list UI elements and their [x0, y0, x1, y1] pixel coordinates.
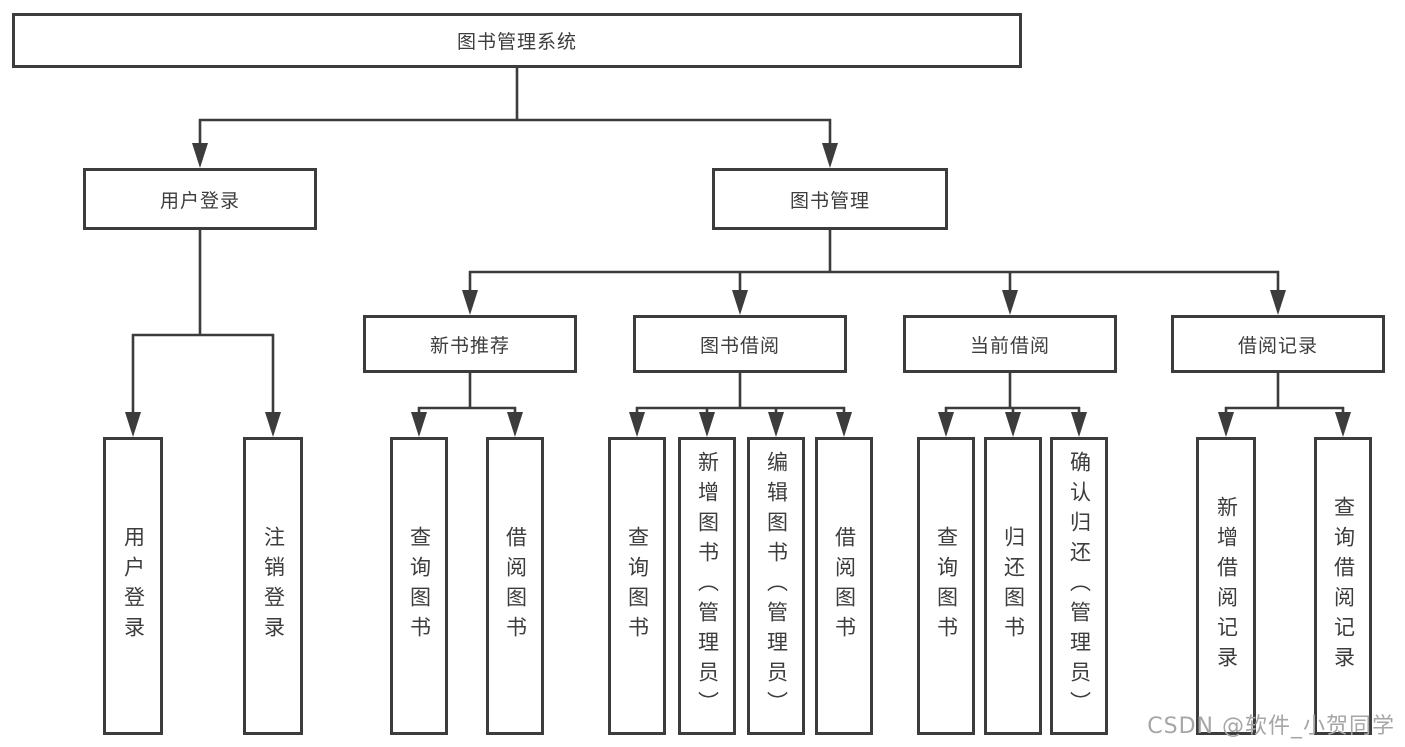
node-user-login-branch: 用户登录 [83, 168, 317, 230]
connector-root [192, 68, 838, 168]
node-return-books: 归还图书 [984, 437, 1042, 735]
node-borrowing-records: 借阅记录 [1171, 315, 1385, 373]
arrow-down-icon [836, 412, 852, 437]
node-label: 确认归还（管理员） [1067, 451, 1092, 721]
arrow-down-icon [462, 290, 478, 315]
node-label: 查询图书 [625, 526, 650, 646]
connector-borrowing-records [1218, 373, 1351, 437]
node-user-login: 用户登录 [103, 437, 163, 735]
connector-book-borrowing [629, 373, 852, 437]
connector-new-book-recommendation [411, 373, 523, 437]
arrow-down-icon [732, 290, 748, 315]
node-label: 借阅记录 [1237, 334, 1318, 357]
node-query-books-current: 查询图书 [917, 437, 975, 735]
arrow-down-icon [699, 412, 715, 437]
node-book-borrowing: 图书借阅 [633, 315, 847, 373]
node-current-borrowing: 当前借阅 [903, 315, 1117, 373]
node-label: 查询借阅记录 [1331, 496, 1356, 676]
arrow-down-icon [125, 412, 141, 437]
node-label: 新增借阅记录 [1214, 496, 1239, 676]
node-query-borrow-record: 查询借阅记录 [1314, 437, 1372, 735]
node-label: 用户登录 [121, 526, 146, 646]
arrow-down-icon [411, 412, 427, 437]
node-label: 图书管理系统 [456, 31, 577, 53]
arrow-down-icon [938, 412, 954, 437]
node-book-management: 图书管理 [712, 168, 948, 230]
node-label: 编辑图书（管理员） [764, 451, 789, 721]
node-query-books-borrowing: 查询图书 [608, 437, 666, 735]
arrow-down-icon [768, 412, 784, 437]
node-confirm-return-admin: 确认归还（管理员） [1050, 437, 1108, 735]
node-logout: 注销登录 [243, 437, 303, 735]
arrow-down-icon [1002, 290, 1018, 315]
arrow-down-icon [1005, 412, 1021, 437]
csdn-watermark: CSDN @软件_小贺同学 [1147, 714, 1395, 739]
node-label: 借阅图书 [503, 526, 528, 646]
node-new-book-recommendation: 新书推荐 [363, 315, 577, 373]
node-label: 图书管理 [789, 189, 870, 212]
connector-book-management [462, 230, 1286, 315]
arrow-down-icon [1218, 412, 1234, 437]
node-add-books-admin: 新增图书（管理员） [678, 437, 736, 735]
arrow-down-icon [1335, 412, 1351, 437]
node-label: 用户登录 [159, 189, 240, 212]
node-label: 借阅图书 [832, 526, 857, 646]
node-add-borrow-record: 新增借阅记录 [1196, 437, 1256, 735]
node-library-management-system: 图书管理系统 [12, 13, 1022, 68]
node-label: 归还图书 [1001, 526, 1026, 646]
arrow-down-icon [1270, 290, 1286, 315]
node-label: 新书推荐 [429, 334, 510, 357]
node-label: 查询图书 [934, 526, 959, 646]
node-edit-books-admin: 编辑图书（管理员） [747, 437, 805, 735]
arrow-down-icon [507, 412, 523, 437]
node-label: 注销登录 [261, 526, 286, 646]
node-label: 图书借阅 [699, 334, 780, 357]
node-borrow-books: 借阅图书 [815, 437, 873, 735]
arrow-down-icon [629, 412, 645, 437]
node-label: 新增图书（管理员） [695, 451, 720, 721]
connector-current-borrowing [938, 373, 1087, 437]
arrow-down-icon [822, 143, 838, 168]
connector-user-login [125, 230, 281, 437]
node-query-books-recommend: 查询图书 [390, 437, 448, 735]
node-borrow-books-recommend: 借阅图书 [486, 437, 544, 735]
arrow-down-icon [192, 143, 208, 168]
node-label: 查询图书 [407, 526, 432, 646]
arrow-down-icon [265, 412, 281, 437]
node-label: 当前借阅 [969, 334, 1050, 357]
arrow-down-icon [1071, 412, 1087, 437]
